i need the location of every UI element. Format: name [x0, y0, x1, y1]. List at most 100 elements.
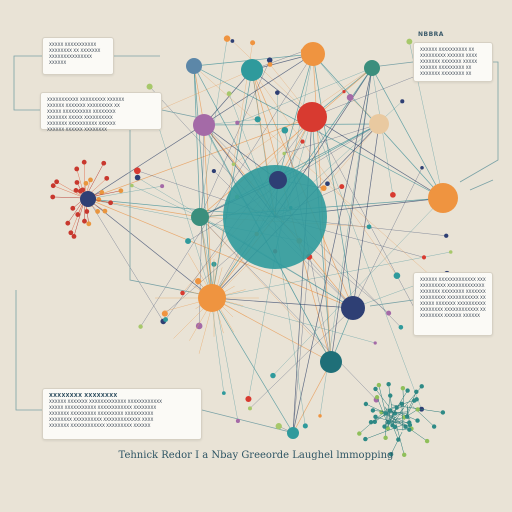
cluster-edge: [365, 423, 405, 440]
card-text-line: XXXXXXX XXXXXXXX XXXXXXX: [420, 289, 486, 294]
cluster-node: [108, 200, 113, 206]
edge-line: [327, 123, 380, 184]
card-text-line: XXXXXXX XXXXX XXXXXXXXXX: [47, 115, 113, 120]
edge-line: [330, 67, 373, 363]
card-text-line: XXXXXXX XXXXXXXXXXXX XXXXXXXXX XXXXXX: [49, 423, 151, 428]
edge-line: [199, 60, 270, 218]
card-connector: [161, 109, 201, 119]
teal-hub-node: [223, 165, 327, 269]
footer-caption: Tehnick Redor I a Nbay Greeorde Laughel …: [118, 450, 394, 461]
edge-line: [312, 53, 354, 309]
cluster-node: [118, 188, 124, 194]
card-text-line: XXXXXXX XXXXXXXXX XXXXXXXXX XXXXXXXXXX: [49, 411, 154, 416]
cluster-node: [414, 389, 419, 394]
card-text-line: XXXXXXX XXXXXXXXXX XXXXXX: [47, 121, 116, 126]
edge-line: [352, 167, 423, 309]
small-node: [235, 418, 240, 423]
small-node: [230, 39, 235, 43]
edge-line: [232, 40, 313, 118]
orange-node-left: [198, 284, 226, 312]
cluster-node: [374, 395, 380, 400]
edge-line: [277, 53, 314, 181]
small-node: [398, 324, 404, 330]
card-text-line: XXXXX XXXXXXXXXXX: [49, 42, 97, 47]
edge-line: [311, 71, 427, 118]
edge-line: [211, 69, 253, 299]
card-connector: [459, 61, 499, 183]
cluster-edge: [372, 410, 406, 414]
purple-node: [193, 114, 215, 136]
card-connector: [13, 55, 42, 111]
small-node: [342, 90, 346, 94]
small-node: [373, 341, 377, 345]
cluster-node: [373, 386, 378, 392]
cluster-edge: [375, 416, 408, 427]
card-text-line: XXXXXX XXXXXXX XXXXXXXXXXXXX XXXXXXXXXXX…: [49, 399, 163, 404]
small-node: [281, 126, 289, 134]
card-connector: [15, 290, 42, 411]
small-node: [231, 162, 236, 166]
orange-node-right: [428, 183, 458, 213]
small-node: [235, 120, 240, 125]
edge-line: [292, 256, 310, 434]
cluster-node: [99, 190, 105, 195]
small-node: [300, 139, 305, 144]
cluster-edge: [402, 388, 404, 408]
small-node: [250, 40, 256, 46]
cluster-node: [373, 414, 378, 420]
small-node: [133, 167, 141, 175]
card-text-line: XXXXXX: [49, 60, 67, 65]
small-node: [275, 90, 280, 95]
cluster-edge: [56, 181, 86, 199]
small-node: [223, 35, 231, 42]
card-text-line: XXXXXXXX XXXXXXXXXX XXXXXXXXXXXXX XXXX: [49, 417, 154, 422]
card-connector: [369, 299, 414, 307]
cluster-node: [363, 401, 369, 407]
cluster-node: [383, 411, 389, 416]
teal-node-top: [241, 59, 263, 81]
card-text-line: XXXXXXX XXXXXXX XXXXX: [420, 59, 478, 64]
navy-node: [341, 296, 365, 320]
small-node: [134, 174, 141, 181]
edge-line: [193, 65, 213, 299]
cluster-node: [412, 398, 417, 403]
edge-line: [87, 185, 163, 200]
cluster-node: [54, 179, 60, 185]
card-text-line: XXXXXXXXX XXXXXXXXXXXXX X: [420, 283, 486, 288]
small-node: [275, 423, 282, 430]
cluster-node: [419, 384, 424, 389]
small-node: [160, 184, 165, 189]
cluster-node: [102, 208, 108, 214]
cluster-node: [95, 209, 101, 214]
cluster-node: [405, 388, 410, 393]
card-text-line: XXXXX XXXXXXX XXXXXXXXXX: [420, 301, 486, 306]
edge-line: [193, 65, 444, 199]
edge-line: [199, 216, 337, 362]
cluster-node: [386, 381, 391, 387]
card-text-line: XXXXXX XXXXXXXXX XX: [420, 65, 472, 70]
card-text-line: XXXXXX XXXXXXXXXXXXX XXXX: [420, 277, 486, 282]
small-node: [325, 181, 330, 187]
card-text-line: XXXXXXXXXXXXXXX: [49, 54, 93, 59]
small-node: [282, 151, 286, 156]
edge-line: [87, 198, 164, 322]
small-node: [346, 94, 354, 101]
small-node: [448, 250, 453, 254]
cluster-edge: [53, 185, 86, 199]
cluster-node: [71, 234, 77, 239]
edge-line: [211, 297, 294, 434]
edge-line: [292, 361, 332, 434]
edge-line: [211, 42, 253, 299]
edge-line: [203, 69, 253, 126]
cluster-node: [402, 452, 407, 458]
card-text-line: XXXXXX XXXXXX XXXXXXXX: [47, 127, 108, 132]
card-text-line: XXXXXX XXXXXXX XXXXXXXXX XX: [47, 103, 120, 108]
edge-line: [292, 116, 313, 434]
edge-line: [203, 124, 213, 299]
cluster-node: [431, 424, 437, 429]
cluster-edge: [400, 412, 418, 421]
small-node: [130, 183, 134, 188]
